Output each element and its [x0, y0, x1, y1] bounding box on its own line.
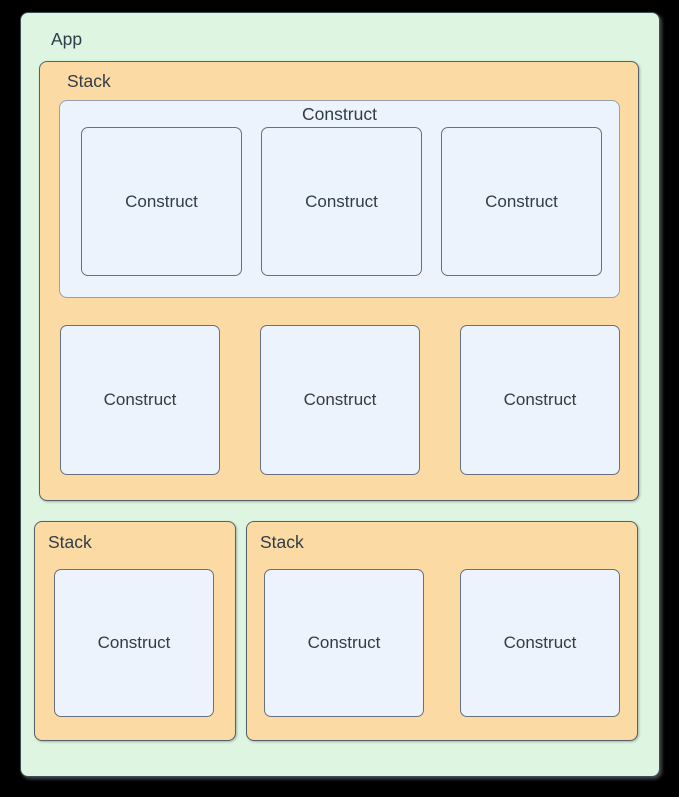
construct-node: Construct: [60, 325, 220, 475]
construct-node: Construct: [441, 127, 602, 276]
construct-group-label: Construct: [302, 104, 377, 124]
construct-node: Construct: [260, 325, 420, 475]
construct-node: Construct: [261, 127, 422, 276]
construct-node-label: Construct: [485, 191, 558, 211]
construct-node: Construct: [54, 569, 214, 717]
construct-node-label: Construct: [305, 191, 378, 211]
construct-node-label: Construct: [103, 390, 177, 409]
main-stack: Stack Construct Construct Construct Cons…: [39, 61, 639, 501]
bottom-left-stack-label: Stack: [48, 532, 92, 552]
construct-node: Construct: [460, 569, 620, 717]
bottom-right-stack: Stack Construct Construct: [246, 521, 638, 741]
construct-node-label: Construct: [307, 633, 381, 652]
construct-node: Construct: [460, 325, 620, 475]
app-container: App Stack Construct Construct Construct …: [20, 12, 660, 777]
bottom-left-stack: Stack Construct: [34, 521, 236, 741]
construct-node: Construct: [264, 569, 424, 717]
construct-group: Construct Construct Construct Construct: [59, 100, 620, 298]
construct-node-label: Construct: [303, 390, 377, 409]
main-stack-label: Stack: [67, 71, 111, 91]
construct-node-label: Construct: [503, 633, 577, 652]
app-label: App: [51, 29, 83, 49]
bottom-right-stack-label: Stack: [260, 532, 304, 552]
construct-node-label: Construct: [97, 633, 171, 652]
construct-node-label: Construct: [125, 191, 198, 211]
construct-node-label: Construct: [503, 390, 577, 409]
construct-node: Construct: [81, 127, 242, 276]
